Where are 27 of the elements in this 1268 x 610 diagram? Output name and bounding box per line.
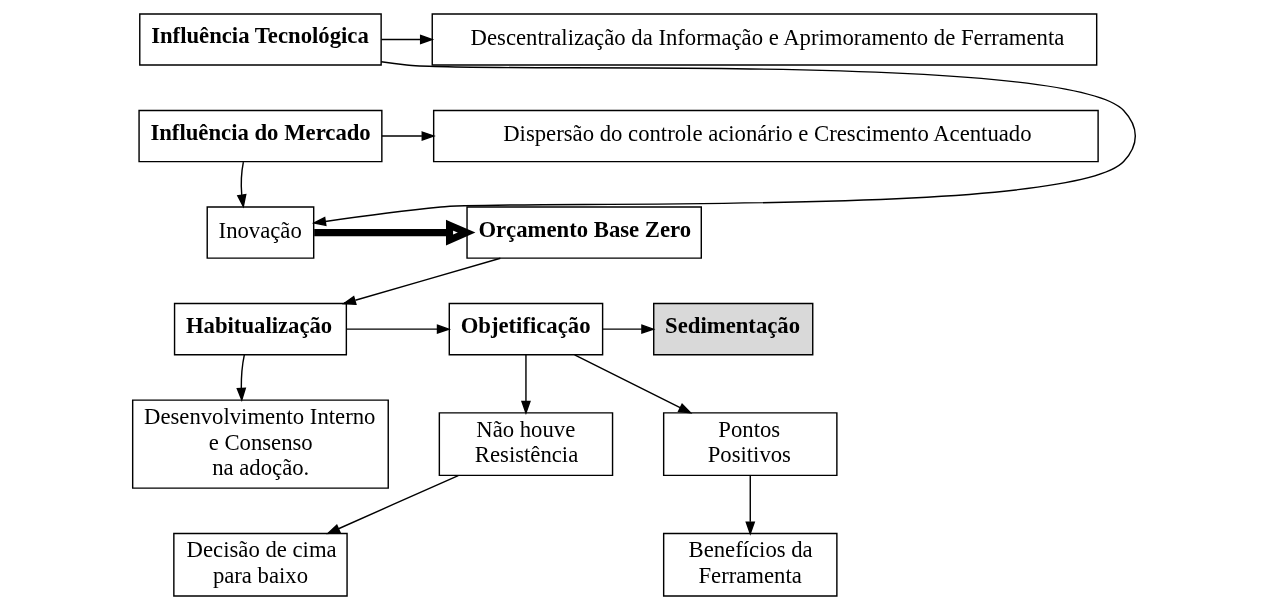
node-box: Dispersão do controle acionário e Crescimento Acentuado xyxy=(432,109,1099,163)
node-box: Habitualização xyxy=(173,302,348,356)
node-box: Não houve Resistência xyxy=(438,412,614,477)
node-box: Orçamento Base Zero xyxy=(466,206,702,259)
arrow xyxy=(381,131,436,142)
arrow xyxy=(341,257,502,305)
node-box: Sedimentação xyxy=(653,302,814,356)
arrow xyxy=(236,161,247,209)
arrow xyxy=(380,34,435,45)
arrow xyxy=(345,324,451,335)
node-box: Descentralização da Informação e Aprimoramento de Ferramenta xyxy=(431,13,1098,66)
arrow xyxy=(520,354,531,415)
node-box: Inovação xyxy=(206,206,315,259)
arrow xyxy=(573,354,693,414)
arrow xyxy=(326,474,459,535)
arrow xyxy=(314,219,476,246)
node-box: Desenvolvimento Interno e Consenso na adoção. xyxy=(131,399,389,489)
node-box: Influência do Mercado xyxy=(138,109,383,163)
node-box: Objetificação xyxy=(448,302,604,356)
node-box: Influência Tecnológica xyxy=(139,13,382,66)
arrow xyxy=(236,354,247,403)
arrow xyxy=(602,324,656,335)
node-box: Decisão de cima para baixo xyxy=(173,532,348,597)
arrow xyxy=(311,61,1136,227)
arrow xyxy=(745,475,756,536)
node-box: Pontos Positivos xyxy=(662,412,838,477)
node-box: Benefícios da Ferramenta xyxy=(662,532,838,597)
